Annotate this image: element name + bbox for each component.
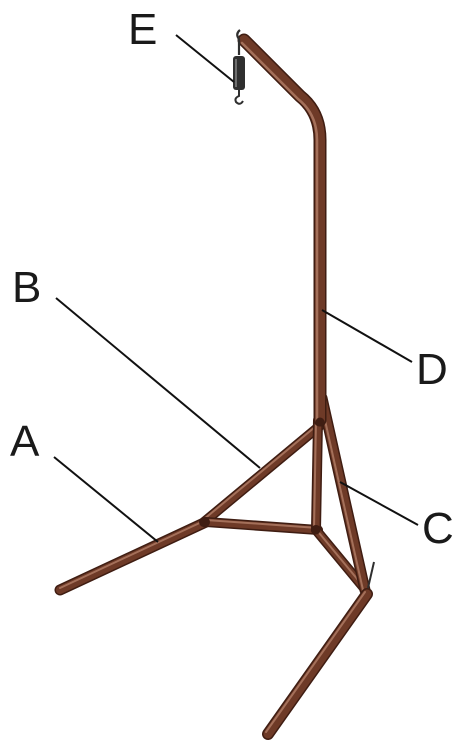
label-b: B xyxy=(12,263,41,312)
leader-e xyxy=(175,34,235,83)
spring-hanger-e xyxy=(233,29,245,105)
label-a: A xyxy=(10,417,40,466)
inner-brace xyxy=(311,525,369,593)
label-d: D xyxy=(416,345,448,394)
joint-bolt-center xyxy=(311,525,321,535)
spring-top-hook xyxy=(236,29,241,55)
joint-bolt-left xyxy=(200,517,210,527)
pin-right-leg xyxy=(367,561,375,589)
leg-a xyxy=(54,516,212,596)
spring-bottom-hook xyxy=(234,90,244,105)
leader-c xyxy=(339,481,419,526)
stand-frame xyxy=(54,33,375,740)
leader-b xyxy=(55,297,261,469)
leader-lines xyxy=(53,34,419,543)
brace-c xyxy=(316,392,371,596)
brace-b xyxy=(199,419,327,527)
joint-bolt-mast xyxy=(315,417,325,427)
leader-d xyxy=(321,309,413,363)
label-c: C xyxy=(422,504,454,553)
spring-body xyxy=(233,56,245,90)
callout-labels: A B C D E xyxy=(10,5,454,553)
cross-tube xyxy=(201,517,323,535)
leader-a xyxy=(53,456,159,543)
label-e: E xyxy=(128,5,157,54)
leg-front xyxy=(262,588,373,740)
vertical-strut xyxy=(311,415,323,535)
mast-d xyxy=(237,33,327,427)
